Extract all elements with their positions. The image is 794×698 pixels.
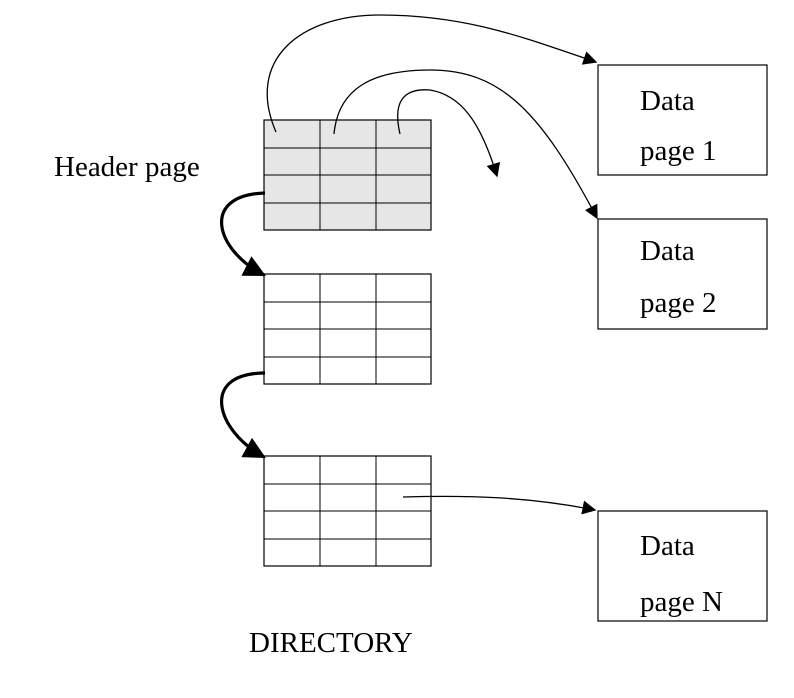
- directory-label: DIRECTORY: [249, 627, 413, 659]
- arrow-unattached: [397, 89, 501, 178]
- directory-page-grid-3: [263, 455, 432, 567]
- data-page-2-label-line1: Data: [640, 235, 695, 267]
- data-page-2-box: [597, 218, 768, 330]
- header-page-grid: [263, 119, 432, 231]
- data-page-1-label-line1: Data: [640, 85, 695, 117]
- data-page-1-box: [597, 64, 768, 176]
- data-page-1-label-line2: page 1: [640, 135, 717, 167]
- arrow-header-to-page-2: [220, 191, 266, 277]
- data-page-n-label-line2: page N: [640, 586, 723, 618]
- arrow-to-data-page-1: [266, 14, 598, 133]
- arrow-to-data-page-2: [333, 69, 598, 220]
- arrow-to-data-page-n: [402, 495, 597, 515]
- arrow-page-2-to-page-3: [220, 371, 266, 459]
- data-page-n-label-line1: Data: [640, 530, 695, 562]
- directory-page-grid-2: [263, 273, 432, 385]
- data-page-2-label-line2: page 2: [640, 287, 717, 319]
- data-page-n-box: [597, 510, 768, 622]
- header-page-label: Header page: [54, 151, 200, 183]
